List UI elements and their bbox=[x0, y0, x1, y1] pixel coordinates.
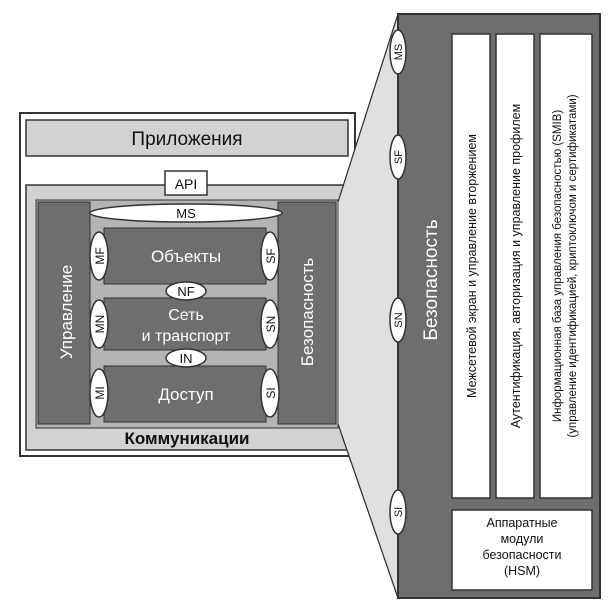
firewall-label: Межсетевой экран и управление вторжением bbox=[465, 134, 479, 398]
in-ellipse bbox=[165, 348, 207, 368]
objects-label: Объекты bbox=[151, 247, 221, 266]
ms-interface-label: MS bbox=[393, 44, 405, 61]
sf-interface bbox=[389, 134, 407, 180]
applications-layer bbox=[25, 119, 349, 157]
sn-interface bbox=[389, 297, 407, 343]
security-column bbox=[277, 201, 337, 425]
hsm-line3: безопасности bbox=[482, 548, 561, 562]
sn-ellipse bbox=[260, 299, 280, 349]
security-title: Безопасность bbox=[421, 219, 442, 340]
auth-column bbox=[495, 33, 535, 499]
ms-interface bbox=[389, 29, 407, 75]
mn-ellipse bbox=[89, 299, 109, 349]
nf-ellipse bbox=[165, 281, 207, 301]
mn-ellipse-label: MN bbox=[93, 315, 107, 334]
zoom-line-top bbox=[337, 13, 399, 203]
si-interface bbox=[389, 489, 407, 535]
left-model: Приложения Коммуникации API Управление Б… bbox=[19, 112, 356, 457]
nf-ellipse-label: NF bbox=[177, 284, 194, 299]
mf-ellipse-label: MF bbox=[93, 247, 107, 264]
hsm-box bbox=[451, 509, 593, 591]
ms-ellipse-label: MS bbox=[176, 206, 196, 221]
hsm-line2: модули bbox=[501, 532, 544, 546]
si-interface-label: SI bbox=[393, 507, 405, 517]
management-label: Управление bbox=[57, 265, 76, 360]
smib-label-line1: Информационная база управления безопасно… bbox=[552, 110, 564, 423]
sf-ellipse-label: SF bbox=[264, 248, 278, 263]
security-label: Безопасность bbox=[298, 258, 317, 367]
sn-interface-label: SN bbox=[393, 312, 405, 327]
mi-ellipse bbox=[89, 368, 109, 418]
mi-ellipse-label: MI bbox=[93, 386, 107, 399]
hsm-line4: (HSM) bbox=[504, 564, 540, 578]
smib-label-line2: (управление идентификацией, криптоключом… bbox=[567, 94, 579, 437]
api-box bbox=[164, 170, 208, 196]
communications-label: Коммуникации bbox=[125, 429, 250, 448]
firewall-column bbox=[451, 33, 491, 499]
auth-label: Аутентификация, авторизация и управление… bbox=[509, 104, 523, 428]
network-label-line1: Сеть bbox=[168, 307, 204, 324]
management-column bbox=[37, 201, 91, 425]
access-layer bbox=[103, 365, 267, 423]
smib-column bbox=[539, 33, 593, 499]
applications-label: Приложения bbox=[131, 129, 242, 150]
network-label-line2: и транспорт bbox=[142, 328, 231, 345]
sn-ellipse-label: SN bbox=[264, 316, 278, 333]
sf-interface-label: SF bbox=[393, 150, 405, 164]
access-label: Доступ bbox=[158, 385, 213, 404]
security-detail: Безопасность MS SF SN SI Межсетевой экра… bbox=[389, 13, 601, 599]
ms-ellipse bbox=[89, 203, 283, 223]
si-ellipse-label: SI bbox=[264, 387, 278, 398]
mf-ellipse bbox=[89, 231, 109, 281]
in-ellipse-label: IN bbox=[180, 351, 193, 366]
zoom-line-bottom bbox=[337, 423, 399, 599]
hsm-line1: Аппаратные bbox=[486, 516, 557, 530]
sf-ellipse bbox=[260, 231, 280, 281]
si-ellipse bbox=[260, 368, 280, 418]
api-label: API bbox=[175, 176, 198, 192]
